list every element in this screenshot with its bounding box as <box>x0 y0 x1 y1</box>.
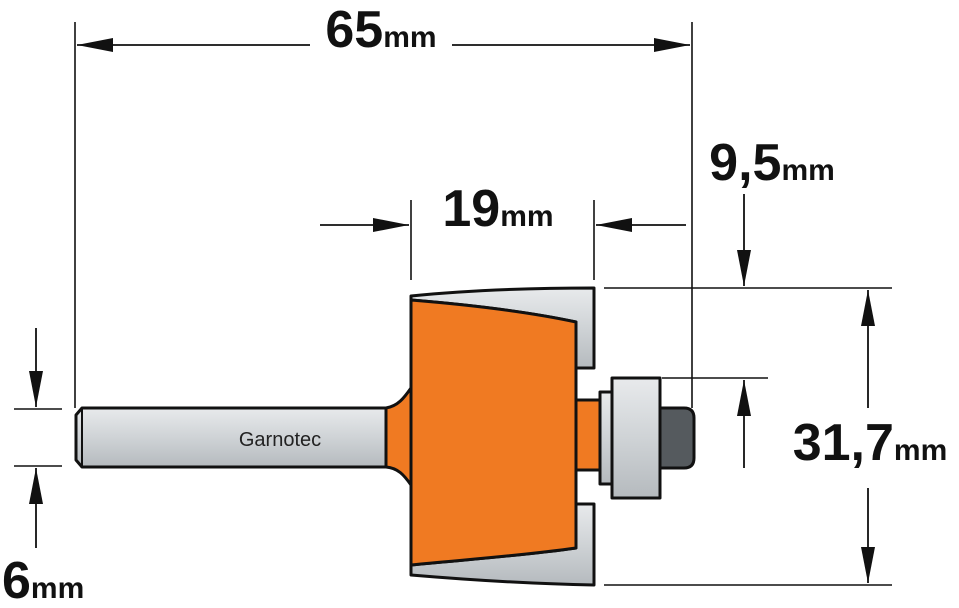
cutter-body <box>409 298 578 567</box>
diameter-label: 31,7mm <box>793 414 948 472</box>
shank-diameter-label: 6mm <box>2 552 84 608</box>
cut-depth-label: 9,5mm <box>709 134 835 192</box>
cutter-height-label: 19mm <box>442 180 553 238</box>
diameter-value: 31,7 <box>793 414 894 472</box>
arbor <box>574 398 604 472</box>
shank <box>74 406 388 469</box>
cut-depth-unit: mm <box>781 154 834 187</box>
router-bit <box>74 286 696 587</box>
cut-depth-value: 9,5 <box>709 134 781 192</box>
cutter-height-value: 19 <box>442 180 500 238</box>
shank-diameter-value: 6 <box>2 552 31 608</box>
bearing-washer <box>598 390 614 486</box>
extension-lines <box>14 22 892 586</box>
cutter-height-unit: mm <box>500 200 553 233</box>
shank-brand-label: Garnotec <box>239 429 321 451</box>
bearing <box>610 376 662 500</box>
overall-length-unit: mm <box>383 21 436 54</box>
diameter-unit: mm <box>894 434 947 467</box>
neck <box>384 386 413 487</box>
overall-length-value: 65 <box>325 1 383 59</box>
overall-length-label: 65mm <box>325 1 436 59</box>
shank-diameter-unit: mm <box>31 572 84 605</box>
dimension-lines <box>29 37 875 583</box>
bearing-screw <box>658 406 696 470</box>
